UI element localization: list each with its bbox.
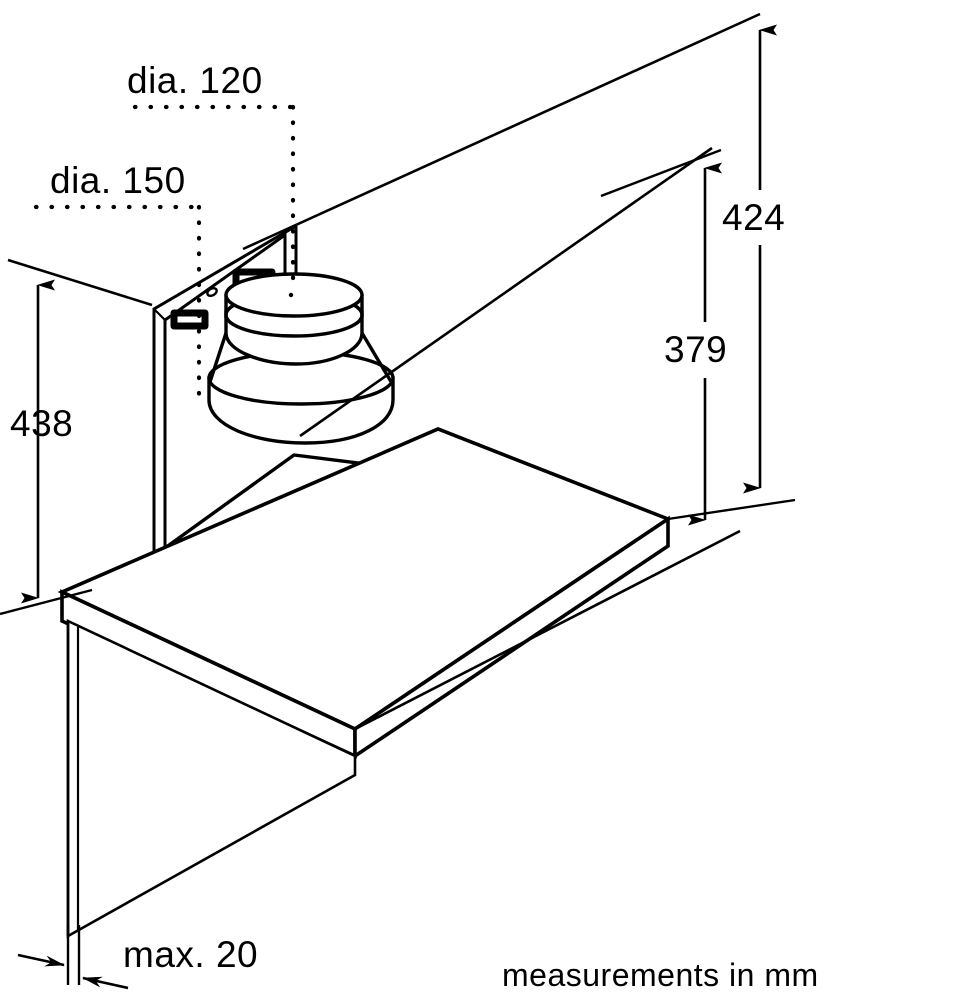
reference-diagonal-lines	[299, 146, 741, 731]
dimension-label-379: 379	[664, 329, 728, 370]
dimension-max-20	[17, 925, 129, 990]
exhaust-collar	[207, 272, 395, 445]
wall-plane-outline	[7, 12, 761, 307]
dimension-label-max-20: max. 20	[123, 934, 259, 975]
leader-dia-150	[33, 204, 202, 403]
units-note: measurements in mm	[502, 957, 819, 993]
mounting-screw-hole	[206, 286, 218, 298]
wall-panel-bracket	[66, 618, 357, 939]
dimension-438	[0, 279, 93, 616]
dimension-379	[600, 148, 722, 526]
dimension-label-dia-150: dia. 150	[50, 160, 186, 201]
dimension-label-424: 424	[722, 197, 786, 238]
dimension-label-dia-120: dia. 120	[127, 60, 263, 101]
dimension-424	[667, 24, 796, 521]
leader-dia-120	[132, 104, 296, 293]
dimension-label-438: 438	[10, 403, 74, 444]
collar-rim-mark	[288, 292, 294, 298]
